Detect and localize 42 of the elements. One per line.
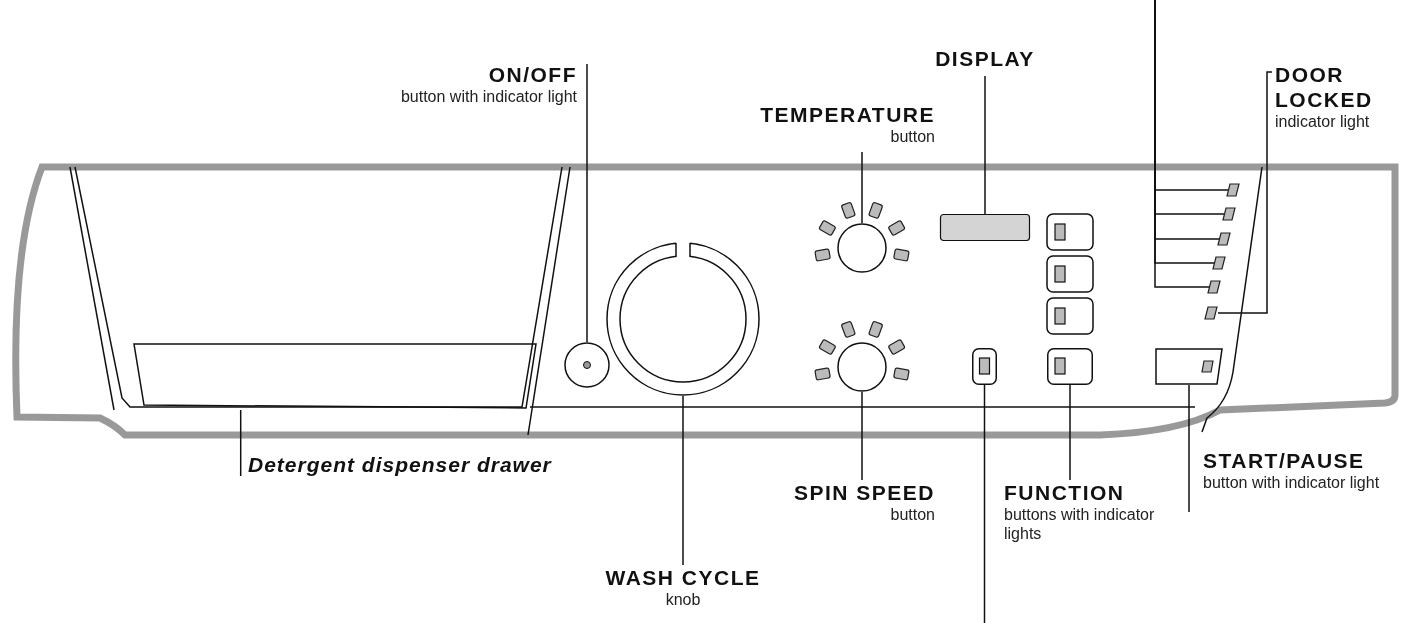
leader-line — [1188, 384, 1190, 513]
part-name: WASH CYCLE — [605, 565, 761, 590]
wash-cycle-knob — [606, 242, 760, 396]
leader-line — [1154, 0, 1210, 288]
leader-line — [586, 63, 588, 343]
temperature-knob — [837, 223, 887, 273]
part-name: SPIN SPEED — [793, 480, 935, 505]
part-name: FUNCTION — [1004, 480, 1125, 505]
leader-line — [861, 151, 863, 224]
part-name: DOOR LOCKED — [1275, 62, 1374, 112]
leader-line — [861, 391, 863, 481]
detergent-drawer — [130, 342, 540, 410]
indicator-light — [1212, 256, 1226, 270]
part-description: knob — [665, 590, 701, 609]
indicator-light — [1217, 232, 1231, 246]
indicator-light — [1222, 207, 1236, 221]
leader-line — [984, 75, 986, 215]
part-description: button with indicator light — [1203, 473, 1380, 492]
part-description: buttons with indicator lights — [1004, 505, 1156, 543]
part-description: button with indicator light — [400, 87, 577, 106]
part-name: ON/OFF — [488, 62, 577, 87]
part-name: DISPLAY — [935, 46, 1035, 71]
part-name: TEMPERATURE — [760, 102, 935, 127]
indicator-light — [1207, 280, 1221, 294]
small-button — [972, 348, 997, 385]
indicator-light — [1204, 306, 1218, 320]
leader-line — [239, 409, 242, 477]
display-screen — [940, 214, 1030, 241]
leader-line — [1069, 384, 1071, 481]
part-name: START/PAUSE — [1203, 448, 1365, 473]
leader-line — [983, 384, 986, 623]
indicator-light — [1226, 183, 1240, 197]
leader-line — [682, 395, 684, 566]
part-description: button — [890, 127, 935, 146]
power-button — [564, 342, 610, 388]
start-pause-button — [1155, 348, 1223, 385]
part-description: button — [890, 505, 935, 524]
leader-line — [1217, 71, 1273, 314]
part-name: Detergent dispenser drawer — [248, 452, 552, 477]
part-description: indicator light — [1275, 112, 1370, 131]
spin-speed-knob — [837, 342, 887, 392]
function-button — [1047, 348, 1093, 385]
